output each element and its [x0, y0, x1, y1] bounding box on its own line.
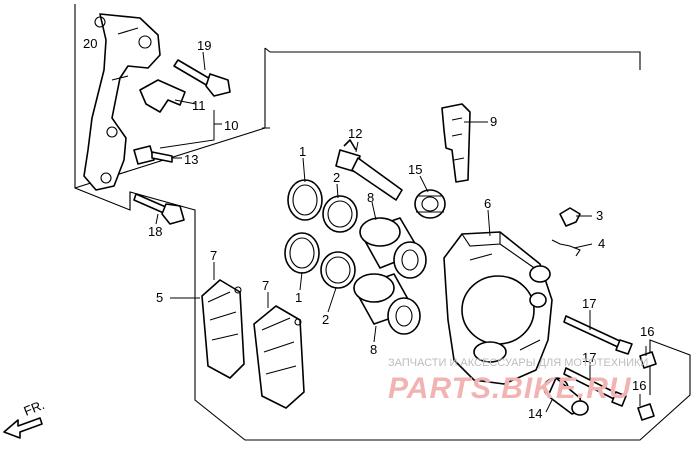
callout-8-lower: 8 [370, 342, 377, 357]
callout-4: 4 [598, 236, 605, 251]
watermark-site-name: PARTS.BIKE.RU [388, 372, 632, 405]
bleeder-valve [559, 207, 581, 227]
front-direction-arrow: FR. [3, 397, 47, 439]
caliper-outline-boundary [262, 51, 641, 129]
brake-pad-outer [201, 279, 245, 379]
leader-lines [155, 51, 647, 413]
callout-18: 18 [148, 224, 162, 239]
callout-20: 20 [83, 36, 97, 51]
direction-label: FR. [22, 397, 47, 419]
callout-5: 5 [156, 290, 163, 305]
caliper-bracket [83, 13, 161, 191]
callout-17-lower: 17 [582, 350, 596, 365]
callout-6: 6 [484, 196, 491, 211]
callout-19: 19 [197, 38, 211, 53]
callout-16-upper: 16 [640, 324, 654, 339]
callout-3: 3 [596, 208, 603, 223]
caliper-body [443, 231, 553, 385]
slide-pin-12 [335, 139, 403, 201]
callout-2-lower: 2 [322, 312, 329, 327]
pad-retainer-clip [139, 79, 186, 113]
callout-10: 10 [224, 118, 238, 133]
callout-7-inner: 7 [262, 278, 269, 293]
piston-upper [359, 217, 427, 279]
watermark-tagline: ЗАПЧАСТИ И АКСЕССУАРЫ ДЛЯ МОТОТЕХНИКИ [388, 357, 648, 369]
pad-pin-lower [563, 367, 627, 407]
callout-1-lower: 1 [295, 290, 302, 305]
callout-12: 12 [348, 126, 362, 141]
bolt-13 [133, 145, 173, 165]
callout-9: 9 [490, 114, 497, 129]
pin-boot [414, 189, 446, 219]
pad-spring [441, 103, 471, 183]
pad-pin-upper [563, 315, 633, 355]
piston-lower [353, 273, 421, 335]
callout-8-upper: 8 [367, 190, 374, 205]
callout-11: 11 [192, 98, 206, 113]
callout-1-upper: 1 [299, 144, 306, 159]
bleeder-cap [551, 239, 581, 257]
bolt-18 [133, 193, 185, 225]
callout-15: 15 [408, 162, 422, 177]
pin-plug-lower [637, 403, 655, 421]
pin-plug-upper [639, 351, 657, 369]
callout-2-upper: 2 [333, 170, 340, 185]
bolt-19 [173, 59, 231, 97]
assembly-boundary-line [74, 4, 691, 441]
callout-14: 14 [528, 406, 542, 421]
brake-pad-inner [253, 305, 305, 409]
callout-17-upper: 17 [582, 296, 596, 311]
callout-13: 13 [184, 152, 198, 167]
callout-16-lower: 16 [632, 378, 646, 393]
callout-7-outer: 7 [210, 248, 217, 263]
hose-adapter [543, 377, 589, 416]
